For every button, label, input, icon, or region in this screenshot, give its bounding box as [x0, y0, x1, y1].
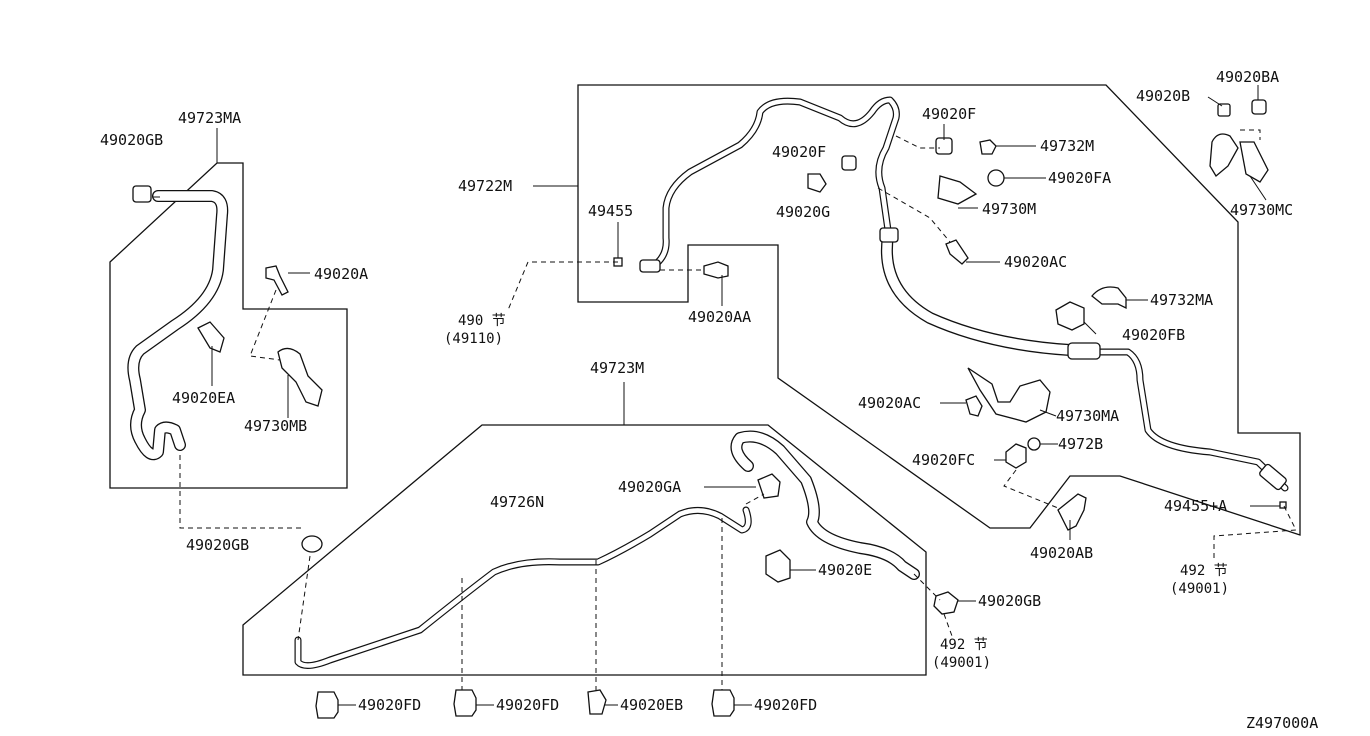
label-49723M: 49723M: [590, 359, 644, 377]
clamp-49020GA: [757, 473, 781, 499]
pipe-end-fitting-gear: [1259, 463, 1287, 491]
label-49020GA: 49020GA: [618, 478, 681, 496]
label-49020FC: 49020FC: [912, 451, 975, 469]
bolt-49020AC-top: [945, 239, 969, 265]
clamp-49020GB-end: [933, 591, 959, 615]
label-49020BA: 49020BA: [1216, 68, 1279, 86]
label-49020G: 49020G: [776, 203, 830, 221]
label-49732MA: 49732MA: [1150, 291, 1213, 309]
label-49020AC-mid: 49020AC: [858, 394, 921, 412]
label-49722M: 49722M: [458, 177, 512, 195]
bolt-49020A: [265, 265, 289, 296]
clamp-49020FD-2: [453, 689, 477, 717]
label-492sec-right: 492 节: [1180, 563, 1228, 579]
label-49020FD-1: 49020FD: [358, 696, 421, 714]
label-49001-bottom: (49001): [932, 655, 991, 671]
label-49020AB: 49020AB: [1030, 544, 1093, 562]
label-49730MB: 49730MB: [244, 417, 307, 435]
label-49020FB: 49020FB: [1122, 326, 1185, 344]
clamp-49020EA: [197, 321, 225, 353]
bottom-group-cooler-line: [242, 382, 976, 719]
label-49020B: 49020B: [1136, 87, 1190, 105]
label-490sec: 490 节: [458, 313, 506, 329]
bolt-49020AA: [703, 261, 729, 279]
bracket-49730MC: [1209, 133, 1269, 183]
bracket-49732MA: [1091, 286, 1127, 310]
label-49732M: 49732M: [1040, 137, 1094, 155]
upper-group-pressure-line: [507, 84, 1301, 536]
clamp-49020F-a: [935, 137, 953, 155]
clamp-49020B: [1217, 103, 1231, 117]
label-49020FD-2: 49020FD: [496, 696, 559, 714]
nut-49020FA: [987, 169, 1005, 187]
label-49020F-b: 49020F: [772, 143, 826, 161]
label-49020EA: 49020EA: [172, 389, 235, 407]
label-49455A: 49455+A: [1164, 497, 1227, 515]
label-49020EB: 49020EB: [620, 696, 683, 714]
bolt-49732M: [979, 139, 997, 155]
bracket-49730M: [937, 175, 978, 205]
bolt-49020AB: [1057, 493, 1087, 531]
clamp-49020BA: [1251, 99, 1267, 115]
label-49020GB-left: 49020GB: [186, 536, 249, 554]
label-49020AA: 49020AA: [688, 308, 751, 326]
bottom-group-outline: [242, 424, 927, 676]
left-group-return-hose: [109, 128, 348, 529]
clamp-49020GB-top: [132, 185, 152, 203]
label-49730M: 49730M: [982, 200, 1036, 218]
label-49020GB-top: 49020GB: [100, 131, 163, 149]
label-49020GB-bottom: 49020GB: [978, 592, 1041, 610]
label-4972B: 4972B: [1058, 435, 1103, 453]
label-49020FA: 49020FA: [1048, 169, 1111, 187]
label-49020A: 49020A: [314, 265, 368, 283]
bolt-49020AC-mid: [965, 395, 983, 417]
clamp-49020EB: [587, 689, 607, 715]
clamp-49020E: [765, 549, 791, 583]
label-492sec-bottom: 492 节: [940, 637, 988, 653]
clamp-49020GB-bottom: [301, 535, 323, 553]
clamp-49020FB: [1055, 301, 1085, 331]
label-49020FD-3: 49020FD: [754, 696, 817, 714]
label-49020F-a: 49020F: [922, 105, 976, 123]
hose-end-fitting-top: [879, 227, 899, 243]
upper-group-outline: [577, 84, 1301, 536]
label-49730MC: 49730MC: [1230, 201, 1293, 219]
label-49726N: 49726N: [490, 493, 544, 511]
clamp-49020FD-1: [315, 691, 339, 719]
left-group-outline: [109, 162, 348, 489]
grommet-4972B: [1027, 437, 1041, 451]
bracket-49730MB: [277, 347, 323, 407]
label-49110: (49110): [444, 331, 503, 347]
pipe-end-fitting-pump: [639, 259, 661, 273]
clamp-49020FD-3: [711, 689, 735, 717]
label-49020E: 49020E: [818, 561, 872, 579]
label-49455: 49455: [588, 202, 633, 220]
label-49730MA: 49730MA: [1056, 407, 1119, 425]
right-side-parts: [940, 85, 1297, 562]
label-49723MA: 49723MA: [178, 109, 241, 127]
label-49001-right: (49001): [1170, 581, 1229, 597]
clamp-49020F-b: [841, 155, 857, 171]
hose-end-fitting-right: [1067, 342, 1101, 360]
clamp-49020G: [807, 173, 827, 193]
label-49020AC-top: 49020AC: [1004, 253, 1067, 271]
diagram-code: Z497000A: [1246, 714, 1318, 732]
nut-49020FC: [1005, 443, 1027, 469]
bracket-49730MA: [967, 367, 1051, 423]
